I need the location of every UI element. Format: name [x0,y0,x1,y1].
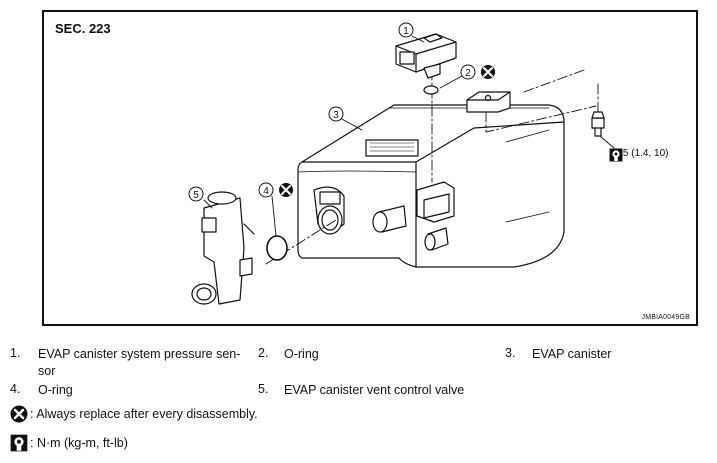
image-code: JMBIA0049GB [641,314,690,321]
part-name-3: EVAP canister [532,347,612,361]
part-name-2: O-ring [284,347,319,361]
callout-number-2: 2 [465,68,471,79]
torque-spec: 13.5 (1.4, 10) [609,148,669,162]
callout-circle-5 [188,186,204,202]
part-name-5: EVAP canister vent control valve [284,383,465,397]
replace-note: : Always replace after every disassembly… [10,405,258,423]
part-number-2: 2. [258,346,269,360]
replace-marker-icon [279,65,495,197]
part-name-1-line1: EVAP canister system pressure sen- [38,347,241,361]
pressure-sensor-part [395,33,457,79]
part-number-1: 1. [10,346,21,360]
torque-value: 13.5 (1.4, 10) [609,148,669,159]
mounting-bolt [591,111,605,137]
section-label: SEC. 223 [55,21,111,36]
part-name-4: O-ring [38,383,73,397]
callout-number-5: 5 [193,190,199,201]
callout-circle-1 [398,22,414,38]
replace-note-text: : Always replace after every disassembly… [30,407,258,421]
evap-canister-drawing: 1 2 3 4 5 [188,22,615,305]
torque-unit-note: : N·m (kg-m, ft-lb) [10,434,128,452]
callout-circle-4 [258,182,274,198]
torque-unit-text: : N·m (kg-m, ft-lb) [30,436,128,450]
vent-control-valve-part [191,191,255,305]
callout-number-4: 4 [263,186,269,197]
part-name-1-line2: sor [38,364,56,378]
part-number-4: 4. [10,382,21,396]
callout-leaders [203,35,615,237]
o-ring-2 [423,85,439,95]
callout-markers [188,22,476,202]
callout-circle-3 [328,106,344,122]
exploded-view-figure: 1 2 3 4 5 SEC. 223 13.5 (1.4, 10) JMBIA0… [42,10,698,326]
torque-wrench-icon [609,148,623,162]
replace-x-icon [10,405,28,423]
part-number-5: 5. [258,382,269,396]
evap-canister-body [297,91,565,268]
callout-number-3: 3 [333,110,339,121]
o-ring-4 [266,235,288,261]
part-name-1: EVAP canister system pressure sen- sor [38,346,253,380]
part-number-3: 3. [505,346,516,360]
callout-circle-2 [460,64,476,80]
torque-wrench-icon [10,434,28,452]
callout-number-1: 1 [403,26,409,37]
